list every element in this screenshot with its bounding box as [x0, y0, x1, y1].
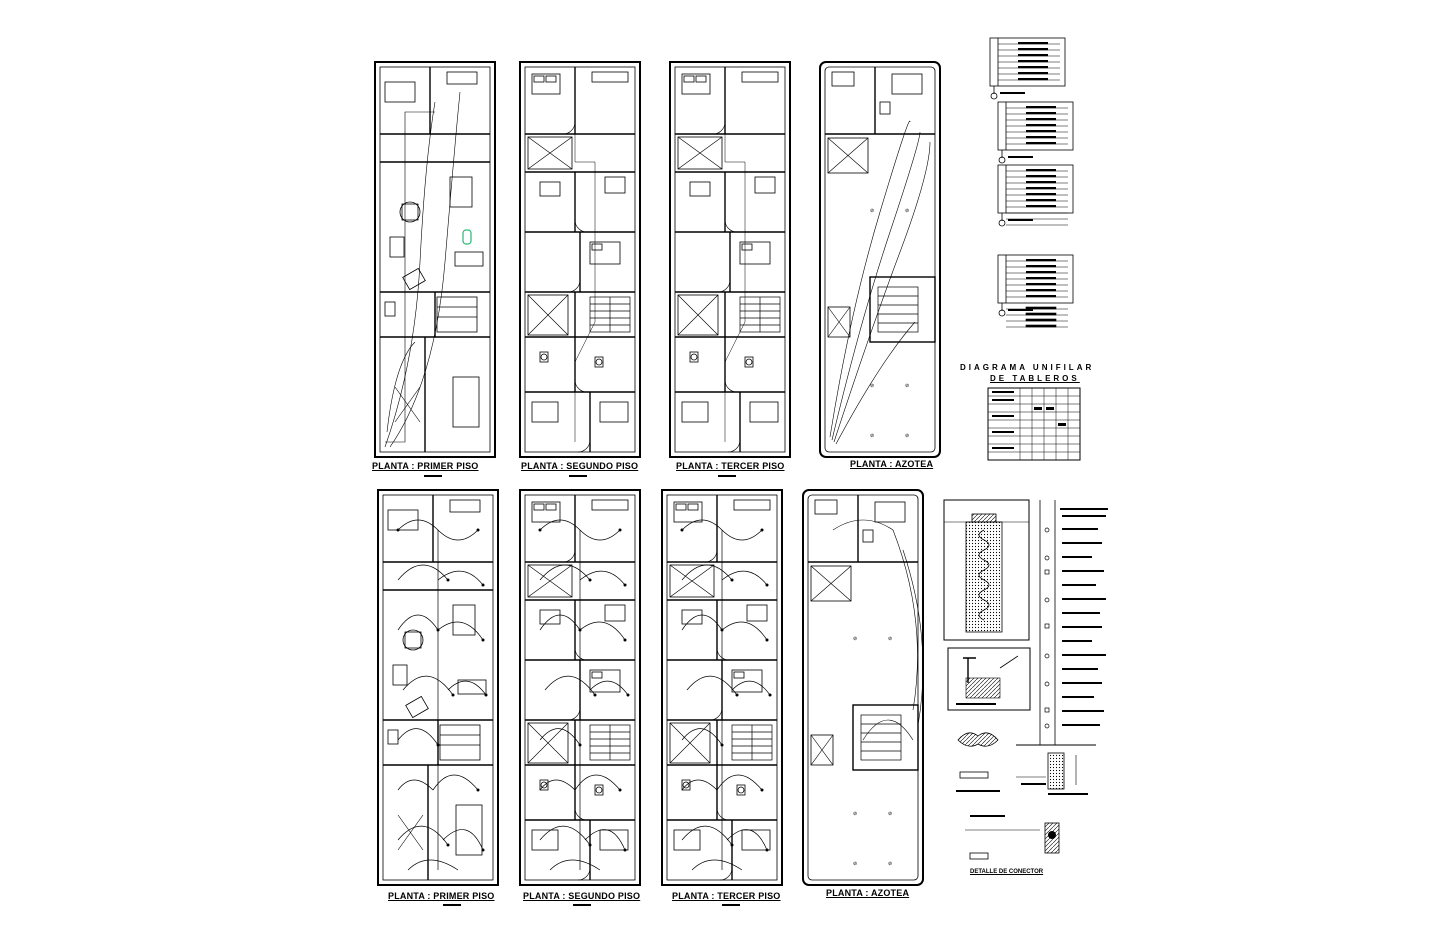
- scale-bar: [722, 904, 740, 906]
- plan-title-bottom-tercer-piso: PLANTA : TERCER PISO: [672, 891, 781, 901]
- diagram-title: DIAGRAMA UNIFILAR: [960, 363, 1095, 372]
- panel-diagram-2: [997, 101, 1074, 164]
- diagram-subtitle: DE TABLEROS: [990, 374, 1080, 383]
- top-plan-primer-piso: [374, 61, 496, 458]
- panel-diagram-3: [997, 164, 1074, 227]
- scale-bar: [424, 475, 442, 477]
- top-plan-tercer-piso: [669, 61, 791, 458]
- scale-bar: [573, 904, 591, 906]
- clamp-detail: [956, 732, 1000, 792]
- top-plan-azotea: [819, 61, 941, 458]
- plan-title-bottom-segundo-piso: PLANTA : SEGUNDO PISO: [523, 891, 641, 901]
- legend-symbols: [1039, 500, 1108, 745]
- scale-bar: [718, 475, 736, 477]
- plan-title-top-primer-piso: PLANTA : PRIMER PISO: [372, 461, 479, 471]
- plan-title-bottom-primer-piso: PLANTA : PRIMER PISO: [388, 891, 495, 901]
- bottom-plan-azotea: [802, 489, 924, 886]
- electrode-detail: [1016, 744, 1096, 795]
- plan-title-bottom-azotea: PLANTA : AZOTEA: [826, 888, 910, 898]
- load-table: [987, 387, 1081, 461]
- bottom-plan-segundo-piso: [519, 489, 641, 886]
- plan-title-top-azotea: PLANTA : AZOTEA: [850, 459, 934, 469]
- bottom-plan-primer-piso: [377, 489, 499, 886]
- plan-title-top-tercer-piso: PLANTA : TERCER PISO: [676, 461, 785, 471]
- grounding-well-detail: [943, 499, 1030, 641]
- plan-title-top-segundo-piso: PLANTA : SEGUNDO PISO: [521, 461, 639, 471]
- scale-bar: [443, 904, 461, 906]
- earth-box-detail: [947, 647, 1031, 711]
- bottom-plan-tercer-piso: [661, 489, 783, 886]
- panel-diagram-4: [997, 254, 1074, 328]
- scale-bar: [569, 475, 587, 477]
- panel-diagram-1: [989, 37, 1066, 100]
- connector-detail: [965, 815, 1060, 860]
- connector-detail-label: DETALLE DE CONECTOR: [970, 869, 1044, 875]
- top-plan-segundo-piso: [519, 61, 641, 458]
